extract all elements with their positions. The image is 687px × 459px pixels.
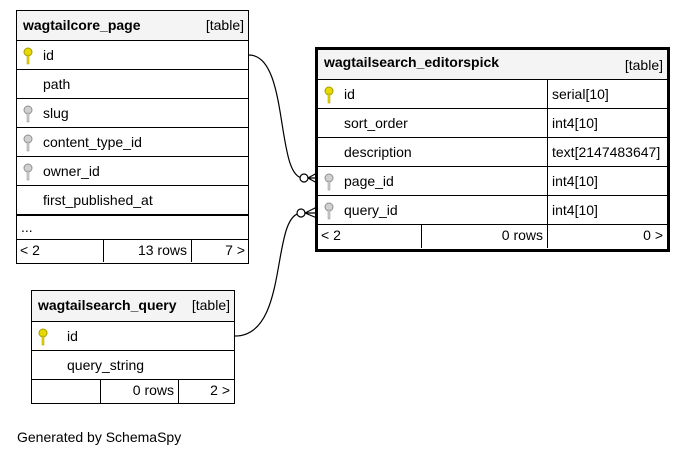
column-row[interactable]: slug [17,99,248,128]
column-name: path [43,76,71,92]
table-kind: [table] [205,17,244,33]
column-name: sort_order [344,115,408,131]
column-row[interactable]: query_id int4[10] [318,196,667,225]
table-name: wagtailsearch_query [38,297,177,313]
primary-key-icon [38,328,52,349]
relationship-query-optional-marker [296,208,306,218]
column-row[interactable]: first_published_at [17,186,248,215]
footer-children[interactable]: 0 > [643,227,663,243]
column-name: ... [21,219,33,235]
footer-parents[interactable]: < 2 [20,242,40,258]
column-name: query_id [344,202,398,218]
index-key-icon [23,134,37,155]
column-type: int4[10] [547,109,598,137]
column-name: content_type_id [43,134,142,150]
footer-row-count: 13 rows [137,242,187,258]
column-row[interactable]: query_string [32,351,234,380]
column-row[interactable]: path [17,70,248,99]
column-name: id [344,86,355,102]
generated-by-credit: Generated by SchemaSpy [17,429,182,445]
column-name: owner_id [43,163,100,179]
column-type: serial[10] [547,80,609,108]
column-row[interactable]: sort_order int4[10] [318,109,667,138]
table-wagtailsearch-editorspick[interactable]: wagtailsearch_editorspick [table] id ser… [315,47,670,252]
table-name: wagtailsearch_editorspick [324,54,500,70]
column-row[interactable]: description text[2147483647] [318,138,667,167]
primary-key-icon [23,47,37,68]
column-name: query_string [67,357,145,373]
footer-row-count: 0 rows [501,227,543,243]
column-row-more[interactable]: ... [17,215,248,240]
table-wagtailsearch-query[interactable]: wagtailsearch_query [table] id query_str… [31,290,235,404]
column-row[interactable]: id [17,41,248,70]
column-row[interactable]: id serial[10] [318,80,667,109]
column-name: first_published_at [43,192,153,208]
index-key-icon [324,173,338,194]
column-row[interactable]: owner_id [17,157,248,186]
footer-children[interactable]: 2 > [210,382,230,398]
footer-parents[interactable]: < 2 [321,227,341,243]
table-name: wagtailcore_page [23,17,141,33]
table-footer: < 2 13 rows 7 > [17,240,248,262]
column-name: page_id [344,173,394,189]
table-header: wagtailsearch_query [table] [32,291,234,322]
table-kind: [table] [624,57,663,73]
column-type: text[2147483647] [547,138,660,166]
table-header: wagtailsearch_editorspick [table] [318,50,667,80]
table-header: wagtailcore_page [table] [17,11,248,41]
column-name: slug [43,105,69,121]
index-key-icon [23,105,37,126]
column-row[interactable]: id [32,322,234,351]
column-row[interactable]: content_type_id [17,128,248,157]
column-name: id [67,328,78,344]
column-name: description [344,144,412,160]
table-footer: < 2 0 rows 0 > [318,225,667,248]
relationship-query [234,212,302,337]
table-wagtailcore-page[interactable]: wagtailcore_page [table] id path slug co… [16,10,249,264]
footer-children[interactable]: 7 > [225,242,245,258]
table-footer: 0 rows 2 > [32,380,234,403]
column-name: id [43,47,54,63]
column-type: int4[10] [547,167,598,195]
relationship-page-optional-marker [299,173,309,183]
index-key-icon [23,163,37,184]
footer-row-count: 0 rows [132,382,174,398]
column-type: int4[10] [547,196,598,224]
index-key-icon [324,202,338,223]
table-kind: [table] [191,297,230,313]
relationship-page [248,54,305,179]
primary-key-icon [324,86,338,107]
column-row[interactable]: page_id int4[10] [318,167,667,196]
